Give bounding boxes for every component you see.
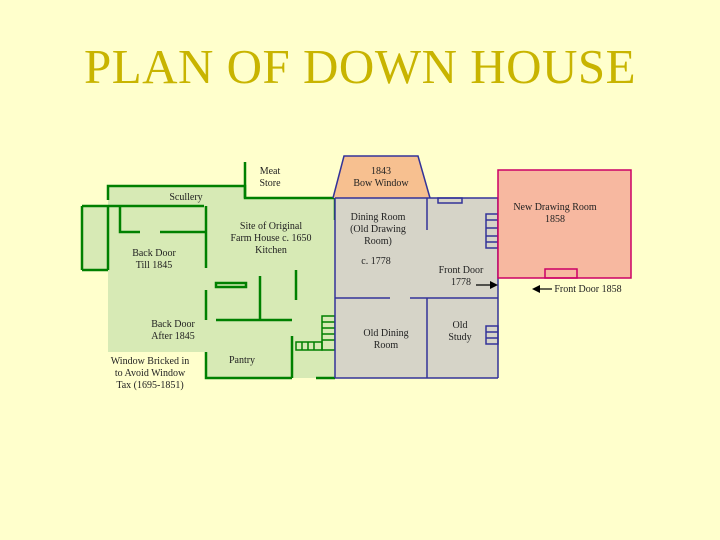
drawing-room-walls <box>497 169 632 279</box>
original-house <box>80 162 337 380</box>
drawing-room-1858 <box>497 169 632 279</box>
front-door-arrows <box>476 281 552 293</box>
page-title: PLAN OF DOWN HOUSE <box>83 39 637 94</box>
label-front-door-1858: Front Door 1858 <box>554 284 622 295</box>
drawing-room-floor <box>498 170 631 278</box>
back-stair <box>295 315 336 351</box>
extension-1778 <box>332 155 499 379</box>
label-scullery: Scullery <box>169 192 203 203</box>
extension-floor <box>335 198 498 378</box>
original-house-floor <box>82 186 335 378</box>
bow-window-floor <box>333 156 430 198</box>
label-c1778: c. 1778 <box>361 256 391 267</box>
label-pantry: Pantry <box>228 355 256 366</box>
extension-walls <box>332 155 499 379</box>
